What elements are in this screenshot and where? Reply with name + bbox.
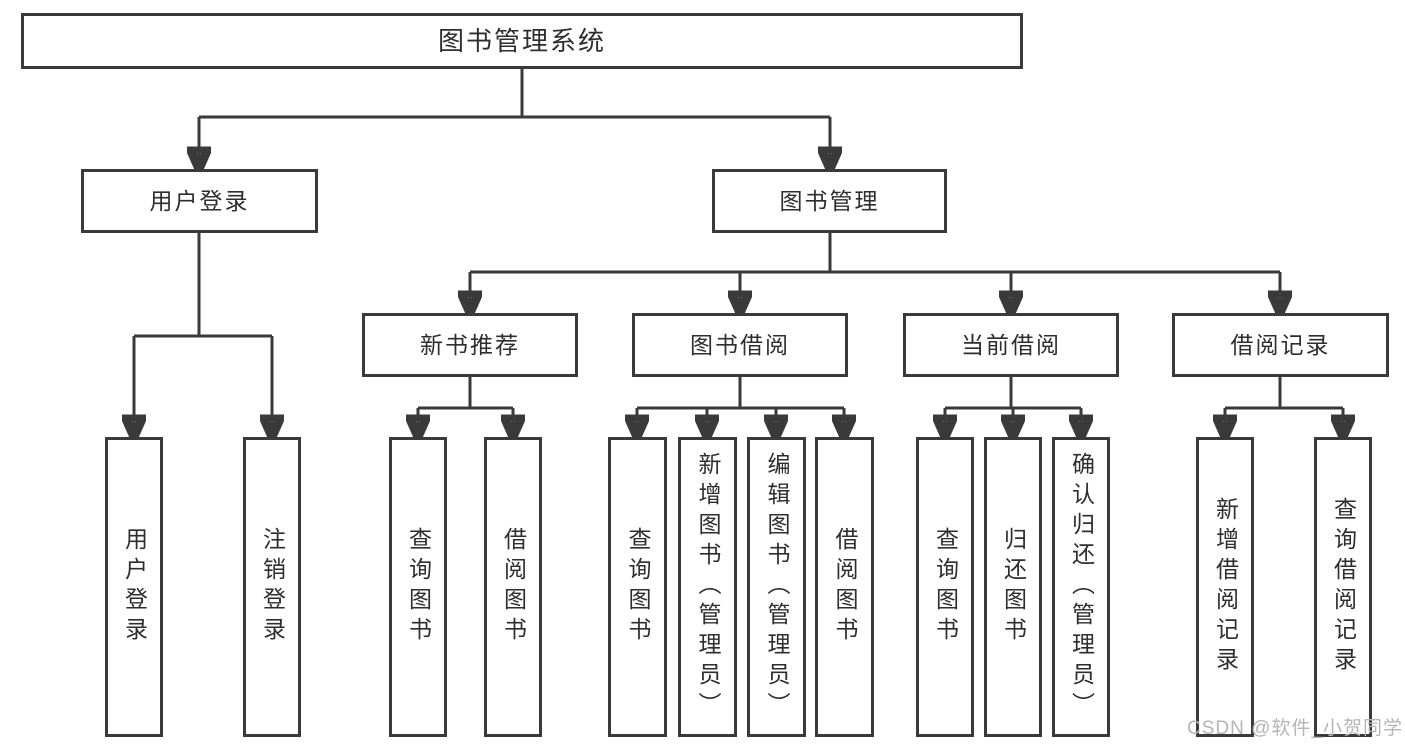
node-root: 图书管理系统 — [21, 13, 1023, 69]
leaf-logout: 注销登录 — [243, 437, 301, 737]
node-new-book-recommend: 新书推荐 — [362, 313, 578, 377]
node-book-borrow: 图书借阅 — [632, 313, 848, 377]
leaf-query-borrow-record: 查询借阅记录 — [1314, 437, 1372, 737]
node-current-borrow: 当前借阅 — [903, 313, 1119, 377]
leaf-edit-books-admin: 编辑图书（管理员） — [747, 437, 806, 737]
leaf-query-books-3: 查询图书 — [916, 437, 974, 737]
csdn-watermark: CSDN @软件_小贺同学 — [1187, 718, 1403, 739]
leaf-add-borrow-record: 新增借阅记录 — [1196, 437, 1254, 737]
leaf-confirm-return-admin: 确认归还（管理员） — [1052, 437, 1110, 737]
leaf-return-books: 归还图书 — [984, 437, 1042, 737]
leaf-add-books-admin: 新增图书（管理员） — [678, 437, 737, 737]
leaf-query-books-1: 查询图书 — [389, 437, 447, 737]
leaf-borrow-books-2: 借阅图书 — [815, 437, 874, 737]
leaf-user-login: 用户登录 — [105, 437, 163, 737]
node-borrow-records: 借阅记录 — [1172, 313, 1389, 377]
leaf-borrow-books-1: 借阅图书 — [484, 437, 542, 737]
leaf-query-books-2: 查询图书 — [608, 437, 667, 737]
node-book-management: 图书管理 — [712, 169, 947, 233]
node-user-login: 用户登录 — [81, 169, 318, 233]
